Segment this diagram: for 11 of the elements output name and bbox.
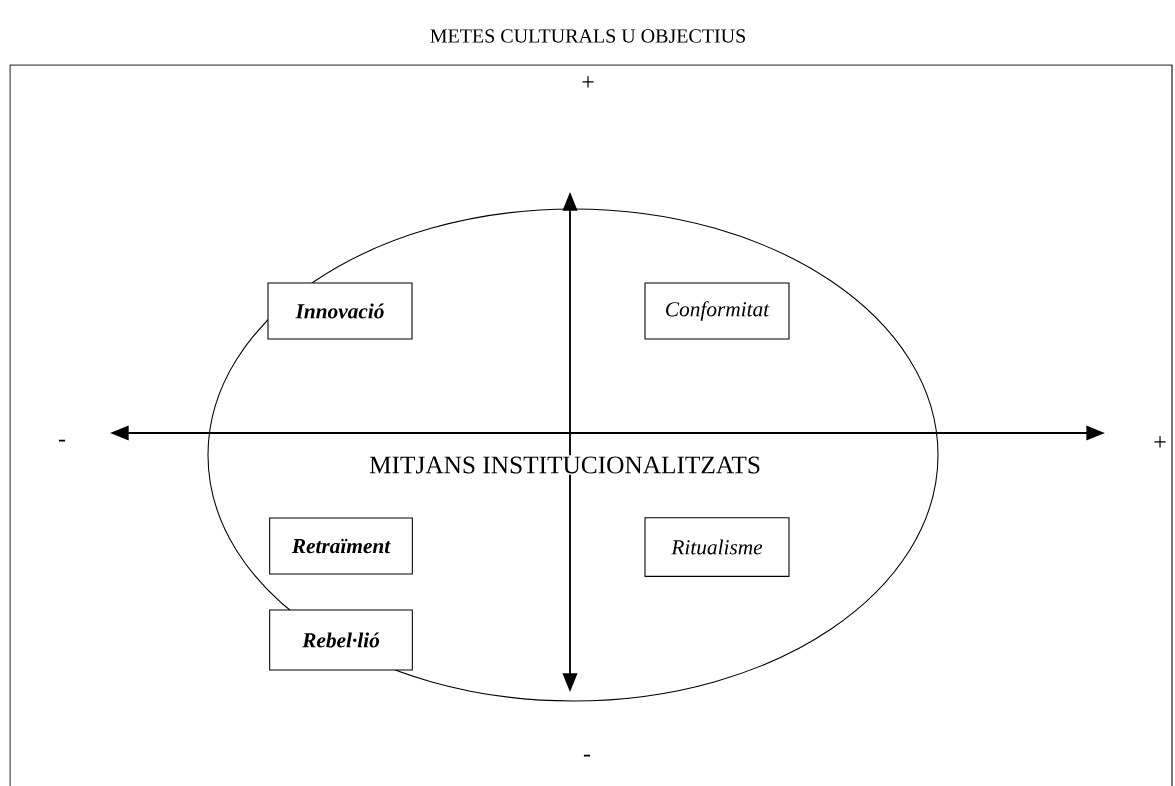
sign-label: - — [583, 754, 591, 757]
text-box: Conformitat — [644, 282, 790, 340]
axis-label: MITJANS INSTITUCIONALITZATS — [367, 455, 763, 475]
text-box: Innovació — [267, 282, 413, 340]
sign-label: + — [582, 76, 594, 88]
sign-label: + — [1154, 436, 1166, 448]
text-box: Rebel·lió — [269, 609, 413, 671]
title: METES CULTURALS U OBJECTIUS — [430, 29, 745, 43]
text-box: Retraïment — [269, 517, 413, 575]
text-box: Ritualisme — [644, 517, 790, 577]
sign-label: - — [58, 439, 66, 442]
